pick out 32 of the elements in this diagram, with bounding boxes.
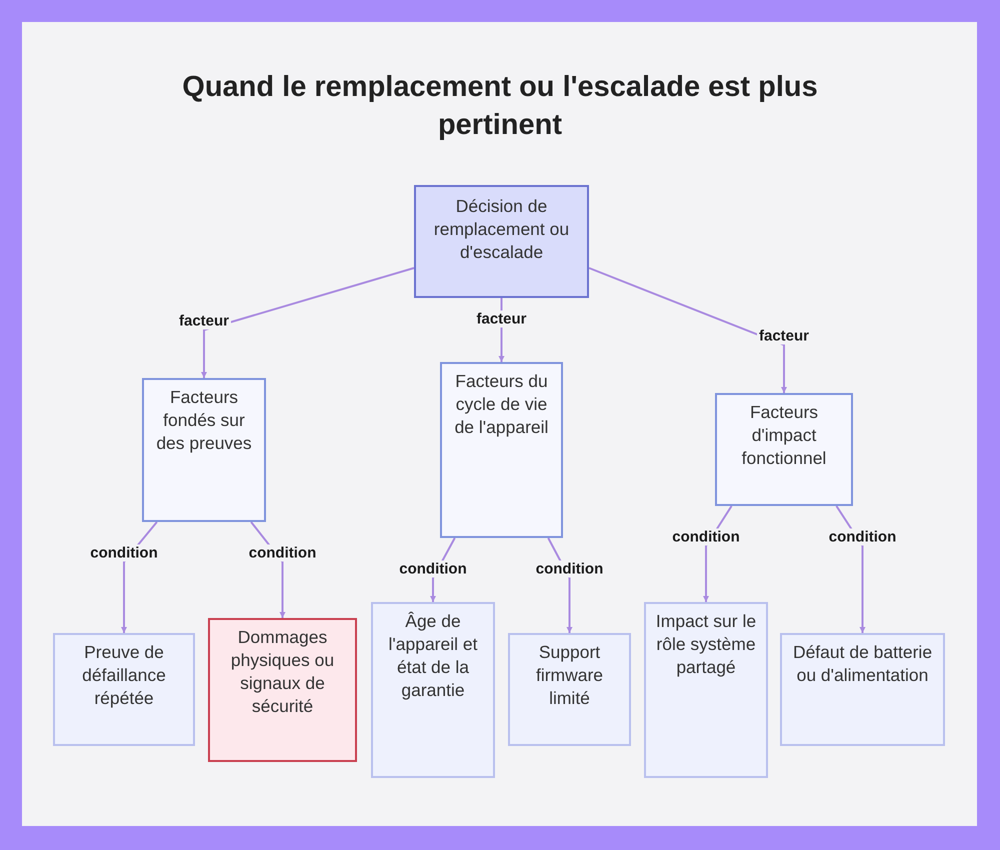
process-box (414, 185, 589, 298)
process-box (53, 633, 195, 746)
connector-arrow (201, 267, 414, 378)
process-box (371, 602, 495, 778)
node-text: Facteurs du cycle de vie de l'appareil (454, 370, 550, 439)
process-box (644, 602, 768, 778)
process-box (142, 378, 266, 522)
edge-label: facteur (756, 328, 812, 344)
alert-box (208, 618, 357, 762)
edge-label: condition (826, 528, 898, 546)
process-box (715, 393, 853, 506)
node-text: Âge de l'appareil et état de la garantie (388, 610, 478, 702)
node-text: Défaut de batterie ou d'alimentation (792, 641, 934, 687)
edge-label: condition (397, 560, 469, 578)
edge-label: condition (88, 544, 160, 562)
node-text: Facteurs d'impact fonctionnel (740, 401, 828, 470)
process-box (508, 633, 631, 746)
connector-arrow (588, 267, 787, 393)
edge-label: condition (670, 528, 742, 546)
node-text: Preuve de défaillance répétée (81, 641, 167, 710)
diagram-title: Quand le remplacement ou l'escalade est plus pertinent (181, 70, 819, 143)
edge-label: condition (246, 544, 318, 562)
edge-label: facteur (474, 310, 529, 328)
edge-label: condition (534, 560, 606, 578)
node-text: Décision de remplacement ou d'escalade (432, 195, 570, 264)
node-text: Dommages physiques ou signaux de sécurité (230, 626, 336, 718)
node-text: Impact sur le rôle système partagé (654, 610, 758, 679)
node-text: Facteurs fondés sur des preuves (155, 386, 253, 455)
process-box (440, 362, 563, 538)
node-text: Support firmware limité (534, 641, 604, 710)
process-box (780, 633, 945, 746)
edge-label: facteur (176, 312, 232, 330)
